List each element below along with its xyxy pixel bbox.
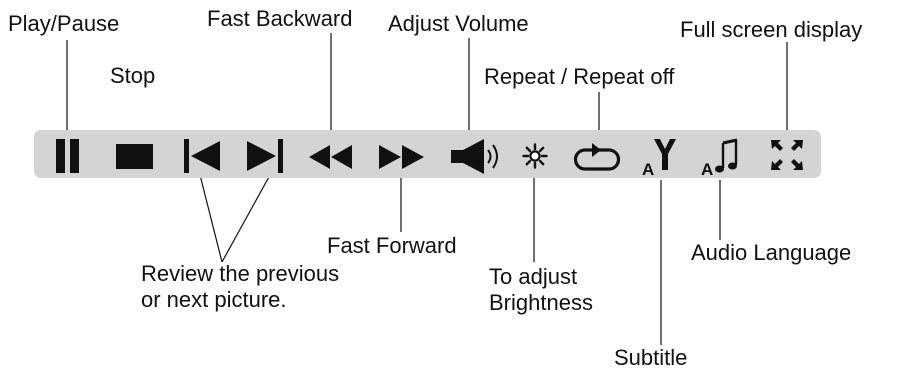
previous-picture-button[interactable] bbox=[182, 138, 222, 174]
audio-language-button[interactable]: A bbox=[700, 136, 742, 178]
full-screen-label: Full screen display bbox=[680, 17, 863, 42]
subtitle-label: Subtitle bbox=[614, 345, 688, 370]
fast-backward-label: Fast Backward bbox=[207, 6, 353, 31]
fast-forward-button[interactable] bbox=[378, 144, 426, 170]
fast-backward-button[interactable] bbox=[308, 144, 354, 170]
review-label: Review the previous or next picture. bbox=[141, 261, 339, 313]
leader-review-right bbox=[221, 174, 271, 263]
brightness-label-line-2: Brightness bbox=[489, 290, 593, 315]
subtitle-button[interactable]: A bbox=[641, 136, 683, 178]
adjust-volume-label: Adjust Volume bbox=[388, 11, 529, 36]
subtitle-icon: A bbox=[642, 139, 676, 178]
brightness-button[interactable] bbox=[522, 143, 548, 169]
stop-label: Stop bbox=[110, 63, 156, 88]
play-pause-button[interactable] bbox=[54, 138, 82, 174]
audio-language-label: Audio Language bbox=[691, 240, 852, 265]
brightness-label-line-1: To adjust bbox=[489, 264, 578, 289]
brightness-icon bbox=[522, 143, 548, 169]
volume-icon bbox=[451, 139, 498, 174]
audio-letter: A bbox=[701, 160, 713, 178]
play-pause-label: Play/Pause bbox=[8, 11, 120, 36]
previous-picture-icon bbox=[184, 139, 220, 173]
fast-forward-icon bbox=[379, 145, 424, 169]
control-toolbar bbox=[34, 130, 821, 178]
adjust-volume-button[interactable] bbox=[450, 138, 506, 176]
stop-icon bbox=[116, 144, 153, 169]
stop-button[interactable] bbox=[116, 144, 154, 170]
next-picture-icon bbox=[247, 139, 283, 173]
review-label-line-2: or next picture. bbox=[141, 287, 287, 312]
audio-language-icon: A bbox=[701, 138, 738, 178]
fullscreen-icon bbox=[771, 140, 803, 170]
brightness-label: To adjust Brightness bbox=[489, 264, 593, 316]
fast-forward-label: Fast Forward bbox=[327, 233, 457, 258]
fast-backward-icon bbox=[309, 145, 352, 169]
fullscreen-button[interactable] bbox=[770, 139, 804, 171]
repeat-label: Repeat / Repeat off bbox=[484, 64, 675, 89]
next-picture-button[interactable] bbox=[246, 138, 286, 174]
play-pause-icon bbox=[56, 139, 79, 173]
review-label-line-1: Review the previous bbox=[141, 261, 340, 286]
subtitle-letter: A bbox=[642, 160, 654, 178]
repeat-button[interactable] bbox=[571, 142, 623, 172]
leader-review-left bbox=[199, 174, 223, 263]
repeat-icon bbox=[573, 143, 621, 171]
